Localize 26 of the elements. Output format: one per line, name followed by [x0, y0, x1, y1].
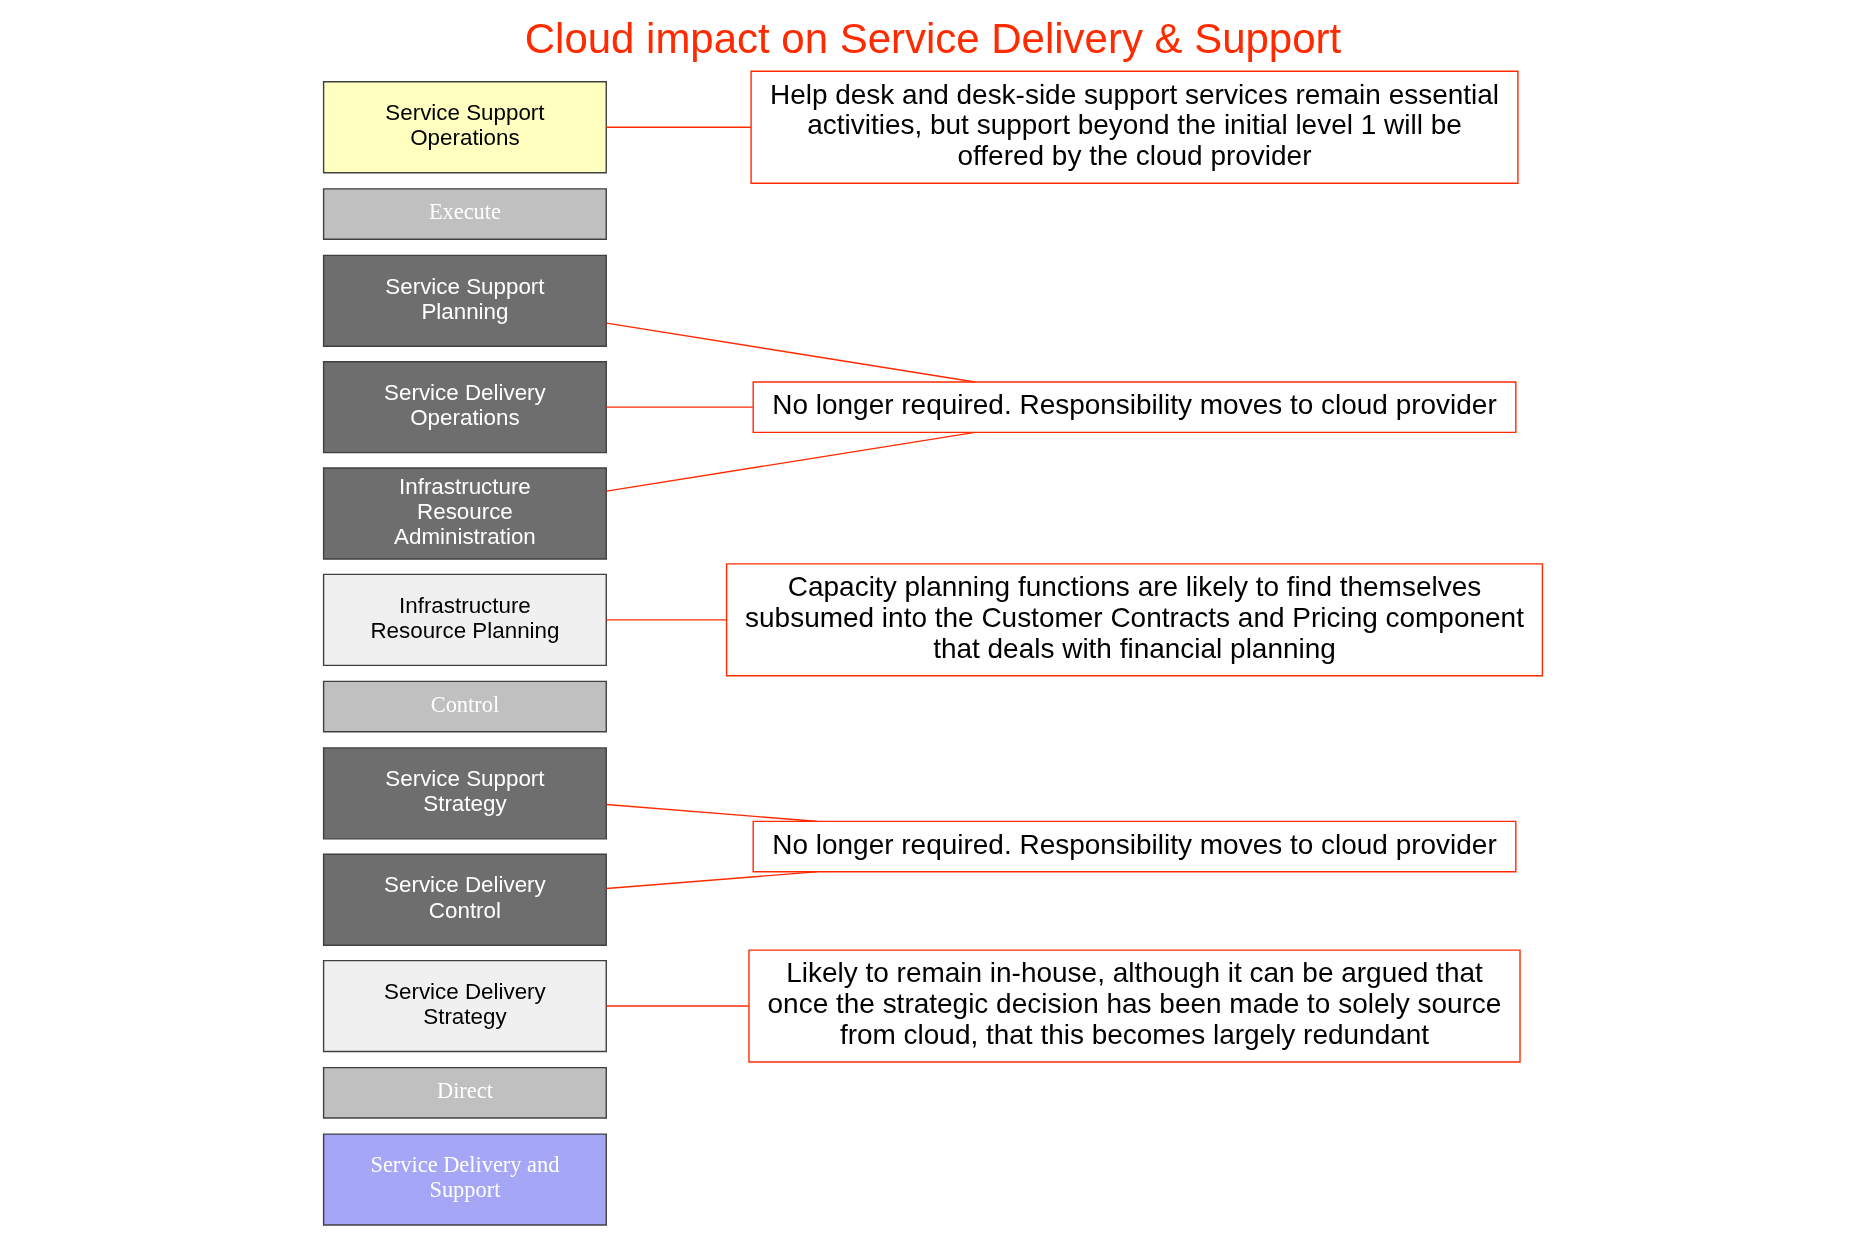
- node-box: Execute: [322, 188, 607, 240]
- node-box: No longer required. Responsibility moves to cloud provider: [752, 381, 1516, 434]
- connector: [605, 126, 751, 128]
- node-box: No longer required. Responsibility moves to cloud provider: [752, 820, 1516, 873]
- node-box: Infrastructure Resource Administration: [322, 467, 607, 560]
- diagram-title: Cloud impact on Service Delivery & Support: [524, 15, 1341, 63]
- node-box: Service Delivery Control: [322, 853, 607, 946]
- connector: [605, 406, 754, 408]
- node-box: Capacity planning functions are likely to find themselves subsumed into the Customer Contracts and Pricing component that deals with financial planning: [725, 563, 1543, 677]
- node-box: Direct: [322, 1066, 607, 1119]
- connector: [605, 803, 817, 822]
- connector: [605, 431, 976, 492]
- node-box: Service Support Planning: [322, 254, 607, 347]
- node-box: Infrastructure Resource Planning: [322, 573, 607, 667]
- connector: [605, 619, 727, 621]
- node-box: Service Delivery Operations: [322, 361, 607, 454]
- node-box: Service Support Operations: [322, 81, 607, 174]
- node-box: Control: [322, 680, 607, 733]
- node-box: Service Delivery and Support: [322, 1133, 607, 1226]
- node-box: Help desk and desk-side support services remain essential activities, but support beyond the initial level 1 will be offered by the cloud provider: [749, 70, 1519, 184]
- connector: [605, 322, 976, 383]
- node-box: Likely to remain in-house, although it can be argued that once the strategic decision has been made to solely source from cloud, that this becomes largely redundant: [747, 949, 1521, 1063]
- node-box: Service Delivery Strategy: [322, 959, 607, 1053]
- connector: [605, 1005, 749, 1007]
- node-box: Service Support Strategy: [322, 747, 607, 840]
- connector: [605, 871, 817, 890]
